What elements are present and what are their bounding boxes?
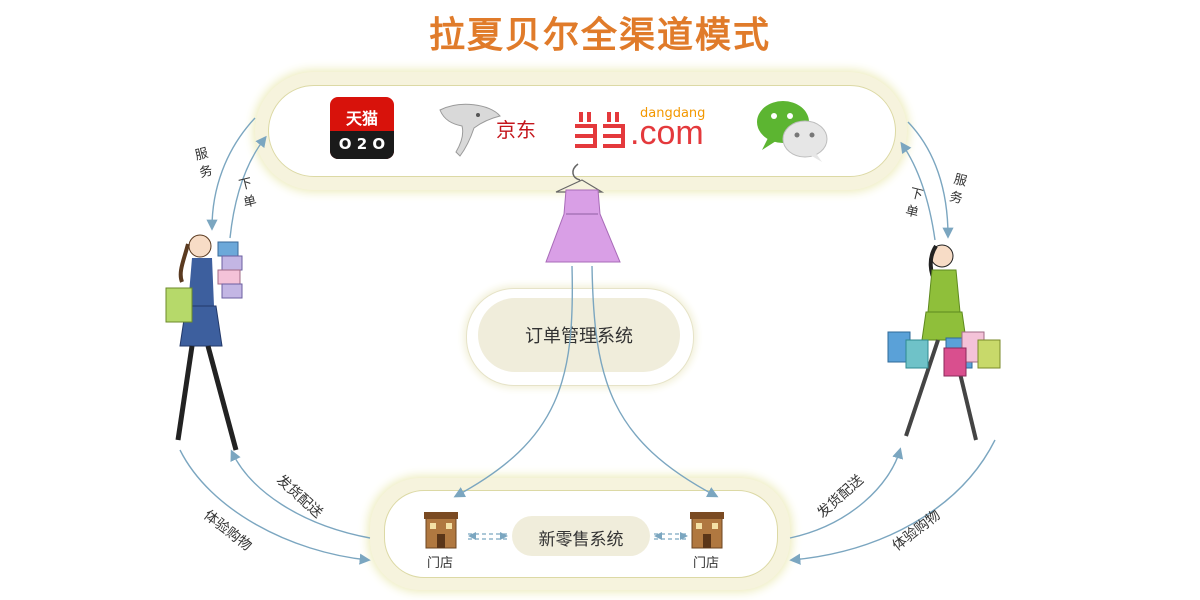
order-system-capsule — [478, 298, 680, 372]
right-experience-arrow — [789, 439, 996, 565]
right-order-arrow — [900, 141, 936, 241]
store-left-icon — [424, 512, 458, 549]
store-right-icon — [690, 512, 724, 549]
tmall-logo-o2o: O 2 O — [338, 135, 386, 153]
left-experience-arrow — [179, 449, 371, 565]
order-system-label: 订单管理系统 — [525, 326, 633, 347]
page-title: 拉夏贝尔全渠道模式 — [428, 15, 771, 56]
right-delivery-arrow — [789, 447, 904, 539]
tmall-logo-band — [330, 131, 394, 159]
retail-system-box — [512, 516, 650, 556]
left-delivery-arrow — [230, 449, 371, 539]
dangdang-sub-text: dangdang — [640, 106, 706, 121]
left-service-arrow — [206, 117, 256, 231]
right-service-arrow — [907, 121, 954, 239]
tmall-logo-text: 天猫 — [345, 109, 378, 128]
dangdang-symbol — [573, 108, 631, 152]
store-right-label: 门店 — [693, 556, 720, 571]
dress-to-left-store-arrow — [453, 265, 574, 498]
retail-system-label: 新零售系统 — [538, 530, 624, 550]
dress-to-right-store-arrow — [591, 265, 719, 498]
tmall-logo: 天猫 O 2 O — [330, 97, 394, 159]
store-left-label: 门店 — [427, 556, 454, 571]
jd-logo-text: 京东 — [496, 118, 536, 142]
dangdang-main-text: .com — [630, 114, 704, 152]
left-order-arrow — [229, 135, 267, 239]
